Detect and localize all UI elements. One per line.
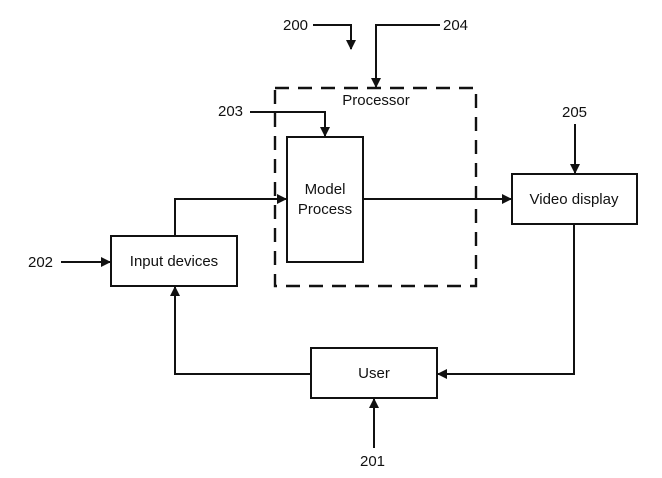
model-process-block <box>286 136 364 263</box>
ref-203: 203 <box>218 103 243 120</box>
user-label: User <box>358 365 390 382</box>
processor-label: Processor <box>342 92 410 109</box>
model-process-label-line2: Process <box>298 201 352 218</box>
ref-201: 201 <box>360 453 385 470</box>
video-display-label: Video display <box>530 191 619 208</box>
leader-204 <box>371 24 440 88</box>
leader-203 <box>250 111 330 137</box>
input-devices-block <box>110 235 238 287</box>
model-process-label-line1: Model <box>305 181 346 198</box>
leader-200 <box>313 24 356 50</box>
input-devices-label: Input devices <box>130 253 218 270</box>
ref-200: 200 <box>283 17 308 34</box>
ref-202: 202 <box>28 254 53 271</box>
arrow-user-to-input <box>170 286 311 375</box>
arrow-input-to-model <box>174 194 287 236</box>
processor-container <box>273 86 478 288</box>
arrow-video-to-user <box>437 224 575 379</box>
ref-204: 204 <box>443 17 468 34</box>
ref-205: 205 <box>562 104 587 121</box>
